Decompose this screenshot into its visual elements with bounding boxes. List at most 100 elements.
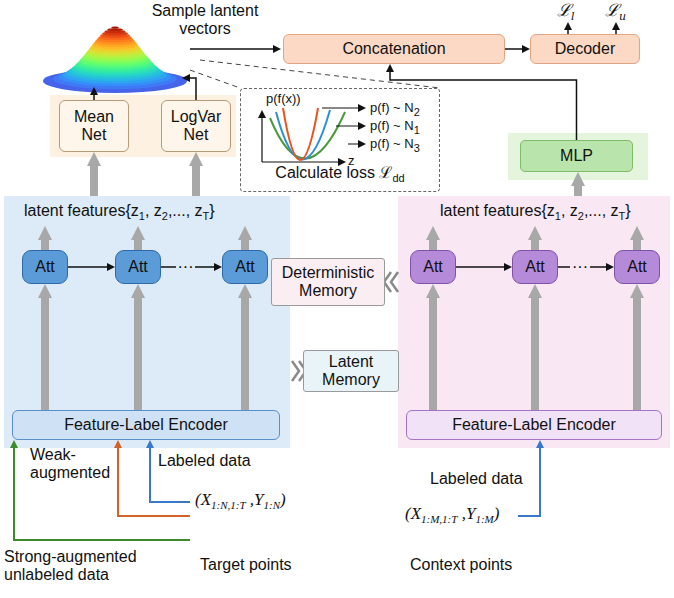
text-label: ,..., z (168, 202, 203, 219)
label-group: ℒl (557, 1, 575, 26)
label-group: Sample lantent vectors (140, 2, 270, 38)
block-arrow (633, 240, 641, 250)
gaussian-layer (107, 28, 123, 31)
context-band (398, 196, 670, 448)
box-label: Att (35, 258, 55, 275)
decoder-box: Decoder (530, 34, 640, 64)
text-label: 1:N,1:T (211, 499, 246, 511)
dashed-leader (200, 60, 440, 88)
target-band (4, 196, 290, 448)
plot-axis (261, 118, 262, 162)
box-text: Att (128, 258, 148, 276)
box-text: Att (627, 258, 647, 276)
box-label: Feature-Label Encoder (64, 416, 228, 433)
block-arrow (531, 240, 539, 250)
block-arrow (192, 166, 200, 196)
block-arrow (531, 298, 539, 410)
box-text: Att (235, 258, 255, 276)
label-group: Strong-augmented unlabeled data (4, 548, 154, 584)
distribution-curve (283, 108, 318, 160)
text-label: {z (125, 202, 138, 219)
block-arrow (41, 240, 49, 250)
mlp-box: MLP (520, 140, 633, 172)
text-label: Labeled data (430, 470, 523, 487)
text-label: T (619, 210, 626, 222)
text-label: u (619, 10, 626, 23)
box-label: Calculate loss ℒ (275, 164, 392, 181)
block-arrow (134, 240, 142, 250)
label-group: latent features{z1, z2,..., zT} (440, 202, 631, 225)
block-arrow (429, 240, 437, 250)
memory-box: Latent Memory (303, 350, 399, 392)
mlp-band (508, 133, 648, 180)
block-arrow (429, 298, 437, 410)
label-group: ℒu (605, 1, 626, 26)
text-label: ℒ (605, 0, 619, 20)
box-text: Att (423, 258, 443, 276)
leader-arrow (336, 126, 358, 127)
logvar-arrow (190, 78, 196, 100)
box-text: MLP (560, 147, 593, 165)
text-label: Sample lantent vectors (152, 2, 259, 37)
box-text: Att (35, 258, 55, 276)
text-label: Strong-augmented unlabeled data (4, 548, 137, 583)
loss-panel-ground (240, 88, 440, 192)
box-label: Att (128, 258, 148, 275)
label-group: p(f) ~ N3 (370, 136, 420, 156)
text-label: 1:M,1:T (421, 513, 457, 525)
sample-arrow (190, 48, 273, 50)
box-label: MLP (560, 147, 593, 164)
label-group: latent features{z1, z2,..., zT} (24, 202, 215, 225)
text-label: , z (561, 202, 578, 219)
label-group: Weak-augmented (30, 446, 114, 482)
text-label: (X (405, 504, 421, 523)
box-text: Calculate loss ℒdd (275, 164, 404, 187)
label-group: Target points (200, 556, 292, 574)
box-text: Concatenation (342, 40, 445, 58)
text-label: latent features (440, 202, 541, 219)
box-text: Decoder (555, 40, 615, 58)
attention-box: Att (22, 250, 68, 284)
label-group: p(f) ~ N2 (370, 100, 420, 120)
box-label: Att (627, 258, 647, 275)
gaussian-layer (111, 27, 118, 29)
flow-arrow (68, 266, 107, 268)
text-label: ,..., z (584, 202, 619, 219)
box-text: Feature-Label Encoder (64, 416, 228, 434)
text-label: {z (541, 202, 554, 219)
attention-box: Att (410, 250, 456, 284)
text-label: p(f) ~ N (370, 118, 414, 133)
text-label: Weak-augmented (30, 446, 110, 481)
box-label: Decoder (555, 40, 615, 57)
box-text: Deterministic Memory (272, 264, 384, 300)
encoder-box: Feature-Label Encoder (12, 410, 280, 440)
plot-axis (262, 161, 338, 162)
block-arrow (134, 298, 142, 410)
label-group: Labeled data (430, 470, 523, 488)
attention-box: Att (614, 250, 660, 284)
text-label: } (209, 202, 214, 219)
text-label: ) (494, 504, 500, 523)
text-label: z (348, 153, 355, 168)
flow-arrow (505, 48, 522, 50)
text-label: p(f) ~ N (370, 100, 414, 115)
text-label: 1 (414, 124, 420, 136)
label-group: p(f) ~ N1 (370, 118, 420, 138)
block-arrow (41, 298, 49, 410)
leader-arrow (348, 144, 358, 145)
box-label: Att (525, 258, 545, 275)
block-arrow (241, 298, 249, 410)
text-label: Context points (410, 556, 512, 573)
label-group: (X1:N,1:T ,Y1:N) (195, 491, 286, 514)
text-label: 2 (578, 210, 584, 222)
text-label: , z (145, 202, 162, 219)
text-label: 2 (162, 210, 168, 222)
text-label: ,Y (457, 504, 475, 523)
block-arrow (90, 166, 98, 196)
mean-net-box: Mean Net (59, 100, 129, 152)
text-label: ℒ (557, 0, 571, 20)
box-label: Feature-Label Encoder (452, 416, 616, 433)
box-label: Deterministic Memory (282, 264, 374, 299)
box-text: Mean Net (60, 108, 128, 144)
